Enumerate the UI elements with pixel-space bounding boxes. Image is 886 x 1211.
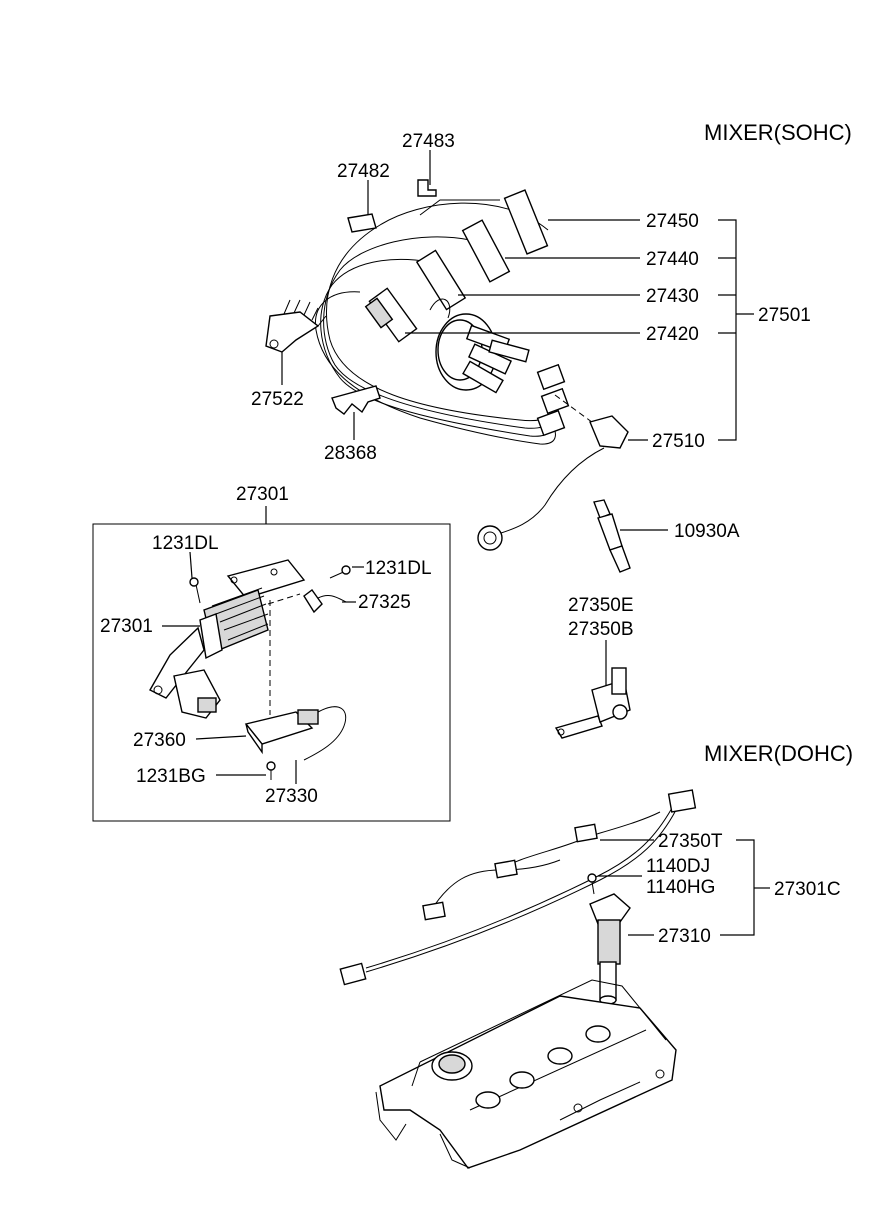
label-27330: 27330 — [265, 786, 318, 807]
spark-plug-cable-set-drawing — [265, 179, 631, 573]
label-27430: 27430 — [646, 286, 699, 307]
ignition-coil-group-box — [92, 523, 451, 822]
label-27420: 27420 — [646, 324, 699, 345]
label-27350E: 27350E — [568, 595, 634, 616]
sohc-leader-lines — [281, 150, 754, 531]
label-27350T: 27350T — [658, 831, 723, 852]
label-27301C: 27301C — [774, 879, 841, 900]
label-27450: 27450 — [646, 211, 699, 232]
header-mixer-dohc: MIXER(DOHC) — [704, 741, 853, 766]
label-1231DL-right: 1231DL — [365, 558, 432, 579]
label-27510: 27510 — [652, 431, 705, 452]
label-1231DL-left: 1231DL — [152, 533, 219, 554]
label-27350B: 27350B — [568, 619, 634, 640]
label-27482: 27482 — [337, 161, 390, 182]
label-27310: 27310 — [658, 926, 711, 947]
label-1140DJ: 1140DJ — [646, 856, 710, 877]
label-10930A: 10930A — [674, 521, 740, 542]
label-27325: 27325 — [358, 592, 411, 613]
cylinder-head-cover-drawing — [375, 979, 677, 1169]
label-27501: 27501 — [758, 305, 811, 326]
label-27440: 27440 — [646, 249, 699, 270]
label-27301-box: 27301 — [236, 484, 289, 505]
ignition-coil-drawing — [149, 559, 351, 780]
label-27360: 27360 — [133, 730, 186, 751]
label-28368: 28368 — [324, 443, 377, 464]
dohc-harness-drawing — [339, 789, 697, 1005]
header-mixer-sohc: MIXER(SOHC) — [704, 120, 852, 145]
label-27483: 27483 — [402, 131, 455, 152]
dohc-leader-lines — [598, 839, 770, 936]
label-1140HG: 1140HG — [646, 877, 715, 898]
label-1231BG: 1231BG — [136, 766, 206, 787]
coil-leader-lines — [162, 551, 364, 784]
sensor-drawing — [554, 667, 631, 739]
label-27522: 27522 — [251, 389, 304, 410]
label-27301-coil: 27301 — [100, 616, 153, 637]
